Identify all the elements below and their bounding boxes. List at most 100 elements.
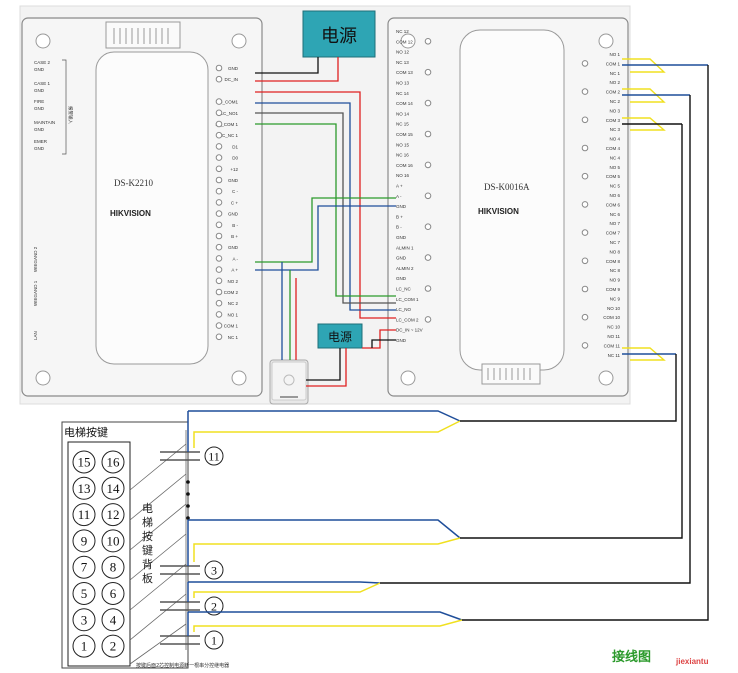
controller-right-label: GND	[228, 245, 239, 250]
module-right-label: COM 3	[606, 118, 621, 123]
terminal-screw	[215, 64, 223, 72]
bracket	[62, 59, 67, 155]
terminal-screw	[424, 316, 432, 323]
module-left-label: NO 13	[396, 81, 410, 86]
module-left-label: NO 12	[396, 50, 410, 55]
panel-footnote: 按键后面2芯控制电源断一根串分控继电器	[136, 662, 229, 669]
module-right-label: NC 8	[610, 268, 621, 273]
terminal-screw	[215, 109, 223, 117]
elevator-button-label: 4	[110, 612, 117, 627]
controller-right-label: GND	[228, 178, 239, 183]
module-left-label: GND	[396, 256, 407, 261]
terminal-screw	[581, 201, 589, 208]
terminal-screw	[215, 143, 223, 150]
module-left-label: NC 12	[396, 29, 409, 34]
elevator-button-label: 6	[110, 586, 117, 601]
controller-right-label: LC_COM1	[217, 100, 239, 105]
terminal-screw	[215, 232, 223, 240]
module-left-label: COM 14	[396, 101, 413, 106]
module-right-label: NO 8	[609, 249, 620, 254]
module-left-label: B +	[396, 214, 403, 219]
module-left-label: ALMIN 2	[396, 266, 414, 271]
module-left-label: ALMIN 1	[396, 245, 414, 250]
elevator-button	[72, 529, 96, 553]
wire-power-gnd	[255, 57, 319, 74]
controller-right-label: C +	[231, 200, 239, 205]
module-left-label: NC 16	[396, 153, 409, 158]
module-left-label: NO 15	[396, 142, 410, 147]
terminal-screw	[215, 75, 223, 83]
controller-right-label: NC 1	[228, 335, 239, 340]
terminal-screw	[215, 176, 223, 184]
svg-text:WIEGAND 2: WIEGAND 2	[33, 246, 38, 272]
terminal-screw	[215, 187, 223, 195]
module-right-label: NC 4	[610, 155, 621, 160]
elevator-button-label: 15	[78, 455, 91, 470]
elevator-button	[72, 476, 96, 500]
controller-right-label: C -	[232, 189, 239, 194]
terminal-screw	[581, 144, 589, 152]
terminal-screw	[215, 333, 223, 341]
module-brand: HIKVISION	[478, 207, 519, 216]
wire-module-gnd	[371, 339, 396, 348]
backplane-label: 电梯按键背板	[142, 502, 153, 585]
wire-mid-power-1	[306, 348, 341, 381]
elevator-button	[101, 555, 125, 579]
controller-right-label: NC 2	[228, 301, 239, 306]
module-right-label: NO 2	[609, 80, 620, 85]
elevator-button	[72, 634, 96, 658]
wires-top	[255, 57, 396, 387]
module-left-label: DC_IN ~ 12V	[396, 328, 423, 333]
terminal-screw	[581, 229, 589, 236]
module-left-label: B -	[396, 225, 402, 230]
elevator-button-label: 14	[107, 481, 121, 496]
controller-left-label: GND	[34, 67, 45, 72]
elevator-button	[101, 582, 125, 605]
wire-power-dcin	[255, 57, 339, 82]
module-right-label: COM 10	[603, 315, 620, 320]
power-supply-mid-label: 电源	[328, 330, 352, 344]
module-right-label: COM 9	[606, 287, 621, 292]
terminal-screw	[424, 130, 432, 138]
controller-right-label: A +	[231, 268, 238, 273]
module-right-label: COM 2	[606, 90, 621, 95]
module-right-label: NO 1	[609, 52, 620, 57]
terminal-label: 1	[211, 634, 217, 648]
terminal-screw	[424, 254, 432, 261]
module-right-label: NC 10	[607, 325, 620, 330]
watermark: 接线图 jiexiantu	[612, 649, 709, 666]
terminal-screw	[215, 199, 223, 206]
terminal-screw	[215, 311, 223, 318]
power-supply-top-label: 电源	[321, 26, 357, 47]
elevator-button	[72, 503, 96, 527]
module-right-label: NC 5	[610, 184, 621, 189]
elevator-button-label: 7	[81, 560, 88, 575]
module-left-label: GND	[396, 276, 407, 281]
module-right-label: NO 3	[609, 108, 620, 113]
terminal-ellipsis-dots	[186, 480, 190, 520]
module-right-label: NO 11	[607, 334, 620, 339]
elevator-button	[101, 476, 125, 500]
terminal-screw	[215, 165, 223, 173]
module-left-label: COM 16	[396, 163, 413, 168]
module-left-label: A -	[396, 194, 402, 199]
module-left-label: NO 14	[396, 111, 410, 116]
terminal-screw	[424, 38, 432, 45]
wire-mid-power-2	[306, 348, 347, 387]
module-right-label: COM 7	[606, 231, 621, 236]
elevator-button-label: 10	[107, 533, 120, 548]
terminal-screw	[581, 342, 589, 349]
controller-right-label: B -	[232, 223, 238, 228]
controller-left-label: CASE 1	[34, 81, 51, 86]
terminal-label: 3	[211, 564, 217, 578]
svg-text:WIEGAND 1: WIEGAND 1	[33, 280, 38, 306]
controller-right-label: +12	[230, 167, 238, 172]
terminal-screw	[215, 299, 223, 307]
controller-right-label: GND	[228, 212, 239, 217]
elevator-button	[101, 608, 125, 632]
elevator-button-label: 3	[81, 612, 88, 627]
controller-right-label: LC_NO1	[220, 111, 238, 116]
